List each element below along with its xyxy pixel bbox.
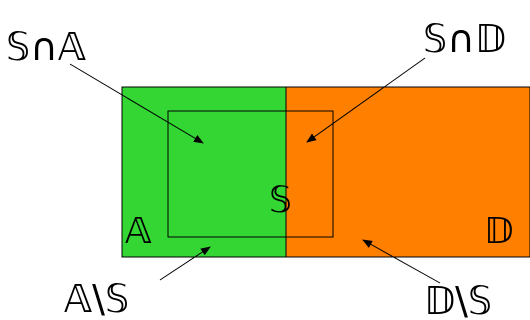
arrow-a-minus-s: [159, 246, 211, 281]
region-a: [121, 86, 287, 258]
arrow-s-and-d: [306, 57, 426, 143]
label-s: 𝕊: [269, 180, 292, 221]
region-d: [285, 86, 530, 258]
set-s-outline: [167, 110, 334, 238]
label-s-and-d: 𝕊∩𝔻: [423, 17, 506, 61]
label-a-minus-s: 𝔸\𝕊: [64, 277, 129, 320]
arrow-s-and-a: [69, 63, 204, 144]
label-a: 𝔸: [125, 211, 152, 252]
label-d: 𝔻: [484, 211, 513, 252]
label-s-and-a: 𝕊∩𝔸: [6, 25, 86, 69]
label-d-minus-s: 𝔻\𝕊: [424, 279, 492, 320]
arrow-d-minus-s: [362, 239, 441, 284]
